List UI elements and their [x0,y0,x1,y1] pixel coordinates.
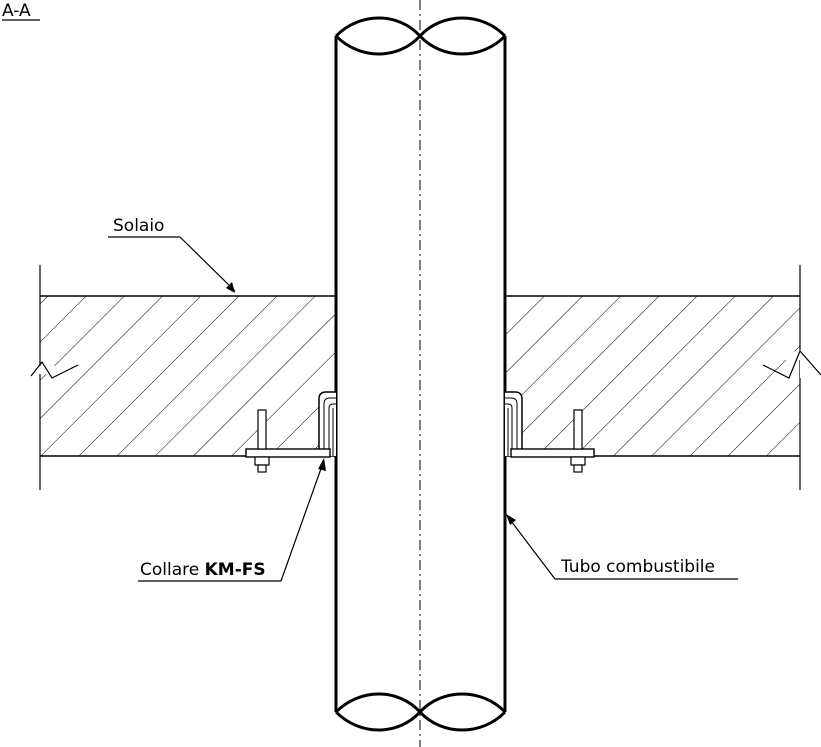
slab-label-text: Solaio [113,216,164,236]
pipe-label: Tubo combustibile [506,514,738,580]
collar-left [245,391,336,473]
collar-label-code: KM-FS [205,560,266,580]
break-symbol-left [30,340,79,379]
collar-label-text: Collare KM-FS [140,560,266,580]
slab-right [505,265,821,490]
collar-label: Collare KM-FS [138,458,326,582]
pipe-label-text: Tubo combustibile [560,557,715,577]
slab-label: Solaio [108,216,236,293]
section-title: A-A [2,1,40,21]
slab-left [30,265,336,490]
section-title-text: A-A [2,1,31,21]
collar-right [505,391,595,473]
pipe [334,0,507,747]
collar-label-prefix: Collare [140,560,205,580]
break-symbol-right [760,349,821,379]
